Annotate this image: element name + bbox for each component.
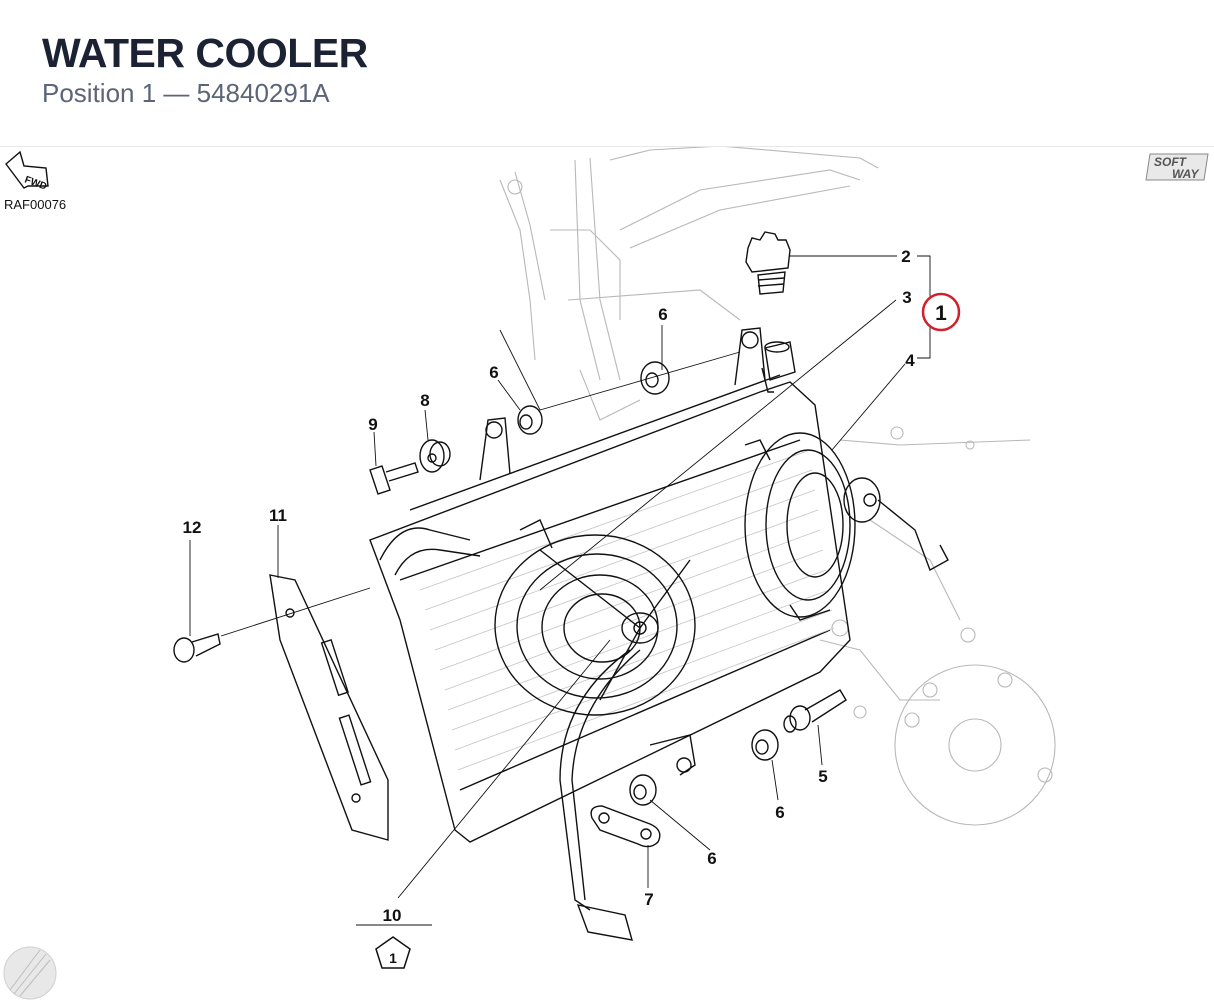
callout-3: 3 (902, 288, 911, 307)
callout-5: 5 (818, 767, 827, 786)
page-header: WATER COOLER Position 1 — 54840291A (0, 0, 1214, 147)
callout-6-b: 6 (489, 363, 498, 382)
callout-6-a: 6 (658, 305, 667, 324)
callout-11: 11 (269, 506, 287, 525)
washer-8 (419, 439, 451, 473)
radiator-cap (745, 231, 791, 393)
fwd-arrow-icon: FWD (5, 150, 49, 193)
reference-code: RAF00076 (4, 197, 66, 212)
grommet-6-b (640, 361, 670, 395)
exploded-parts-diagram: FWD RAF00076 SOFT WAY (3, 147, 1209, 1000)
callout-2: 2 (901, 247, 910, 266)
spacer-5 (783, 689, 847, 733)
radiator (369, 327, 851, 843)
bracket-7 (590, 805, 661, 848)
frame-outline (499, 147, 1056, 826)
grommet-6-d (629, 774, 657, 806)
logo-text-bottom: WAY (1172, 167, 1199, 181)
grommet-6-c (751, 729, 779, 761)
front-fan (494, 519, 696, 941)
callout-6-c: 6 (775, 803, 784, 822)
plate-11 (269, 574, 389, 841)
fwd-label: FWD (23, 174, 48, 192)
callout-8: 8 (420, 391, 429, 410)
bolt-12 (173, 633, 221, 663)
pentagon-badge: 1 (375, 936, 411, 969)
kit-callout-1[interactable]: 1 (921, 292, 961, 332)
page-title: WATER COOLER (42, 30, 368, 76)
callout-6-d: 6 (707, 849, 716, 868)
callout-10: 10 (383, 906, 402, 925)
callout-4: 4 (905, 351, 915, 370)
kit-callout-label: 1 (935, 302, 947, 325)
corner-indicator-icon (3, 946, 57, 1000)
callout-9: 9 (368, 415, 377, 434)
rear-fan (744, 432, 949, 621)
bolt-9 (369, 462, 419, 495)
page-subtitle: Position 1 — 54840291A (42, 78, 330, 108)
leader-lines (189, 255, 931, 926)
logo-text-top: SOFT (1154, 155, 1188, 169)
softway-logo: SOFT WAY (1145, 153, 1209, 181)
callout-12: 12 (183, 518, 202, 537)
callout-7: 7 (644, 890, 653, 909)
grommet-6-a (517, 405, 543, 435)
pentagon-badge-label: 1 (389, 950, 397, 966)
